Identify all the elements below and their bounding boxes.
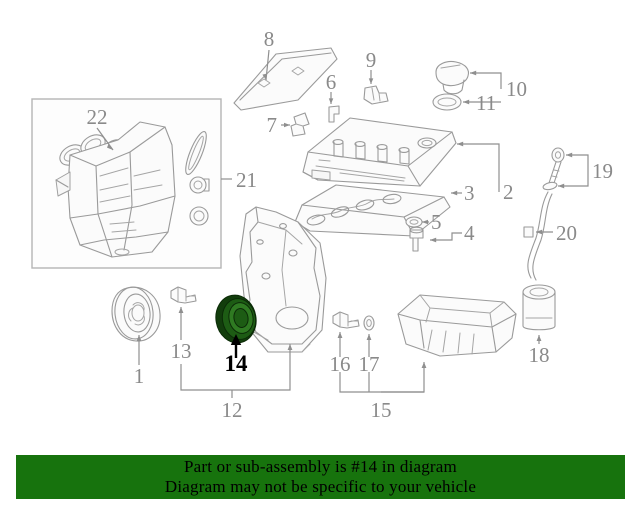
callout-21: 21: [221, 168, 257, 192]
callout-label-9: 9: [366, 48, 377, 72]
callout-16: 16: [330, 332, 424, 393]
part-5-grommet: 5: [405, 210, 442, 234]
callout-label-13: 13: [171, 339, 192, 363]
gasket-bead: [306, 193, 402, 226]
valve-cover-towers: [332, 137, 437, 165]
callout-13: 13: [171, 307, 192, 363]
callout-label-20: 20: [556, 221, 577, 245]
part-6-bracket: 6: [326, 70, 340, 123]
callout-14: 14: [225, 334, 249, 376]
part-1-crank-pulley: 1: [111, 286, 161, 388]
callout-label-6: 6: [326, 70, 337, 94]
callout-8: 8: [262, 27, 275, 81]
callout-label-10: 10: [506, 77, 527, 101]
callout-label-16: 16: [330, 352, 351, 376]
part-7-bracket: 7: [267, 112, 310, 137]
callout-label-12: 12: [222, 398, 243, 422]
callout-6: 6: [326, 70, 337, 104]
part-20-dipstick-tube: 20: [523, 191, 577, 281]
callout-label-7: 7: [267, 113, 278, 137]
part-2-valve-cover: 2: [302, 117, 514, 204]
part-15-oil-pan: 15: [371, 294, 517, 422]
callout-11: 11: [463, 91, 501, 115]
part-10-filler-cap: 10: [435, 60, 527, 101]
callout-label-14: 14: [225, 351, 249, 376]
part-3-cover-gasket: 3: [294, 181, 475, 237]
intake-manifold-seals: [185, 131, 210, 226]
callout-label-1: 1: [134, 364, 145, 388]
callout-2: 2: [457, 141, 514, 204]
part-17-drain-gasket: 17: [359, 315, 380, 392]
callout-label-18: 18: [529, 343, 550, 367]
part-9-separator: 9: [363, 48, 389, 105]
part-11-o-ring: 11: [432, 91, 501, 115]
callout-10: 10: [470, 70, 527, 101]
callout-9: 9: [366, 48, 377, 84]
callout-label-3: 3: [464, 181, 475, 205]
callout-4: 4: [430, 221, 475, 245]
callout-label-11: 11: [476, 91, 496, 115]
callout-label-2: 2: [503, 180, 514, 204]
intake-manifold-inset: 22: [31, 98, 222, 269]
callout-label-4: 4: [464, 221, 475, 245]
callout-12: 12: [180, 344, 293, 422]
callout-18: 18: [529, 335, 550, 367]
part-8-cover-plate: 8: [233, 27, 338, 111]
callout-19: 19: [558, 152, 613, 189]
callout-label-19: 19: [592, 159, 613, 183]
callout-7: 7: [267, 113, 290, 137]
callout-label-8: 8: [264, 27, 275, 51]
callout-3: 3: [451, 181, 475, 205]
parts-diagram: 22 21 8 7: [31, 27, 613, 422]
banner-line-2: Diagram may not be specific to your vehi…: [164, 477, 477, 496]
callout-label-22: 22: [87, 105, 108, 129]
part-16-drain-plug: 16: [330, 311, 424, 393]
part-14-crank-oil-seal-highlight: [215, 294, 257, 344]
banner-line-1: Part or sub-assembly is #14 in diagram: [184, 457, 457, 476]
part-18-oil-filter: 18: [522, 284, 556, 367]
callout-1: 1: [134, 335, 145, 388]
callout-5: 5: [422, 210, 442, 234]
callout-label-5: 5: [431, 210, 442, 234]
callout-label-21: 21: [236, 168, 257, 192]
part-4-cover-bolt: 4: [409, 221, 475, 252]
callout-20: 20: [536, 221, 577, 245]
callout-label-15: 15: [371, 398, 392, 422]
info-banner: Part or sub-assembly is #14 in diagram D…: [16, 455, 625, 499]
part-19-dipstick: 19: [542, 147, 613, 191]
part-13-pulley-bolt: 13: [170, 286, 197, 363]
callout-22: 22: [87, 105, 114, 151]
callout-label-17: 17: [359, 352, 380, 376]
part-12-timing-cover: [239, 206, 327, 353]
callout-17: 17: [359, 334, 380, 392]
intake-manifold-body: [55, 121, 176, 258]
